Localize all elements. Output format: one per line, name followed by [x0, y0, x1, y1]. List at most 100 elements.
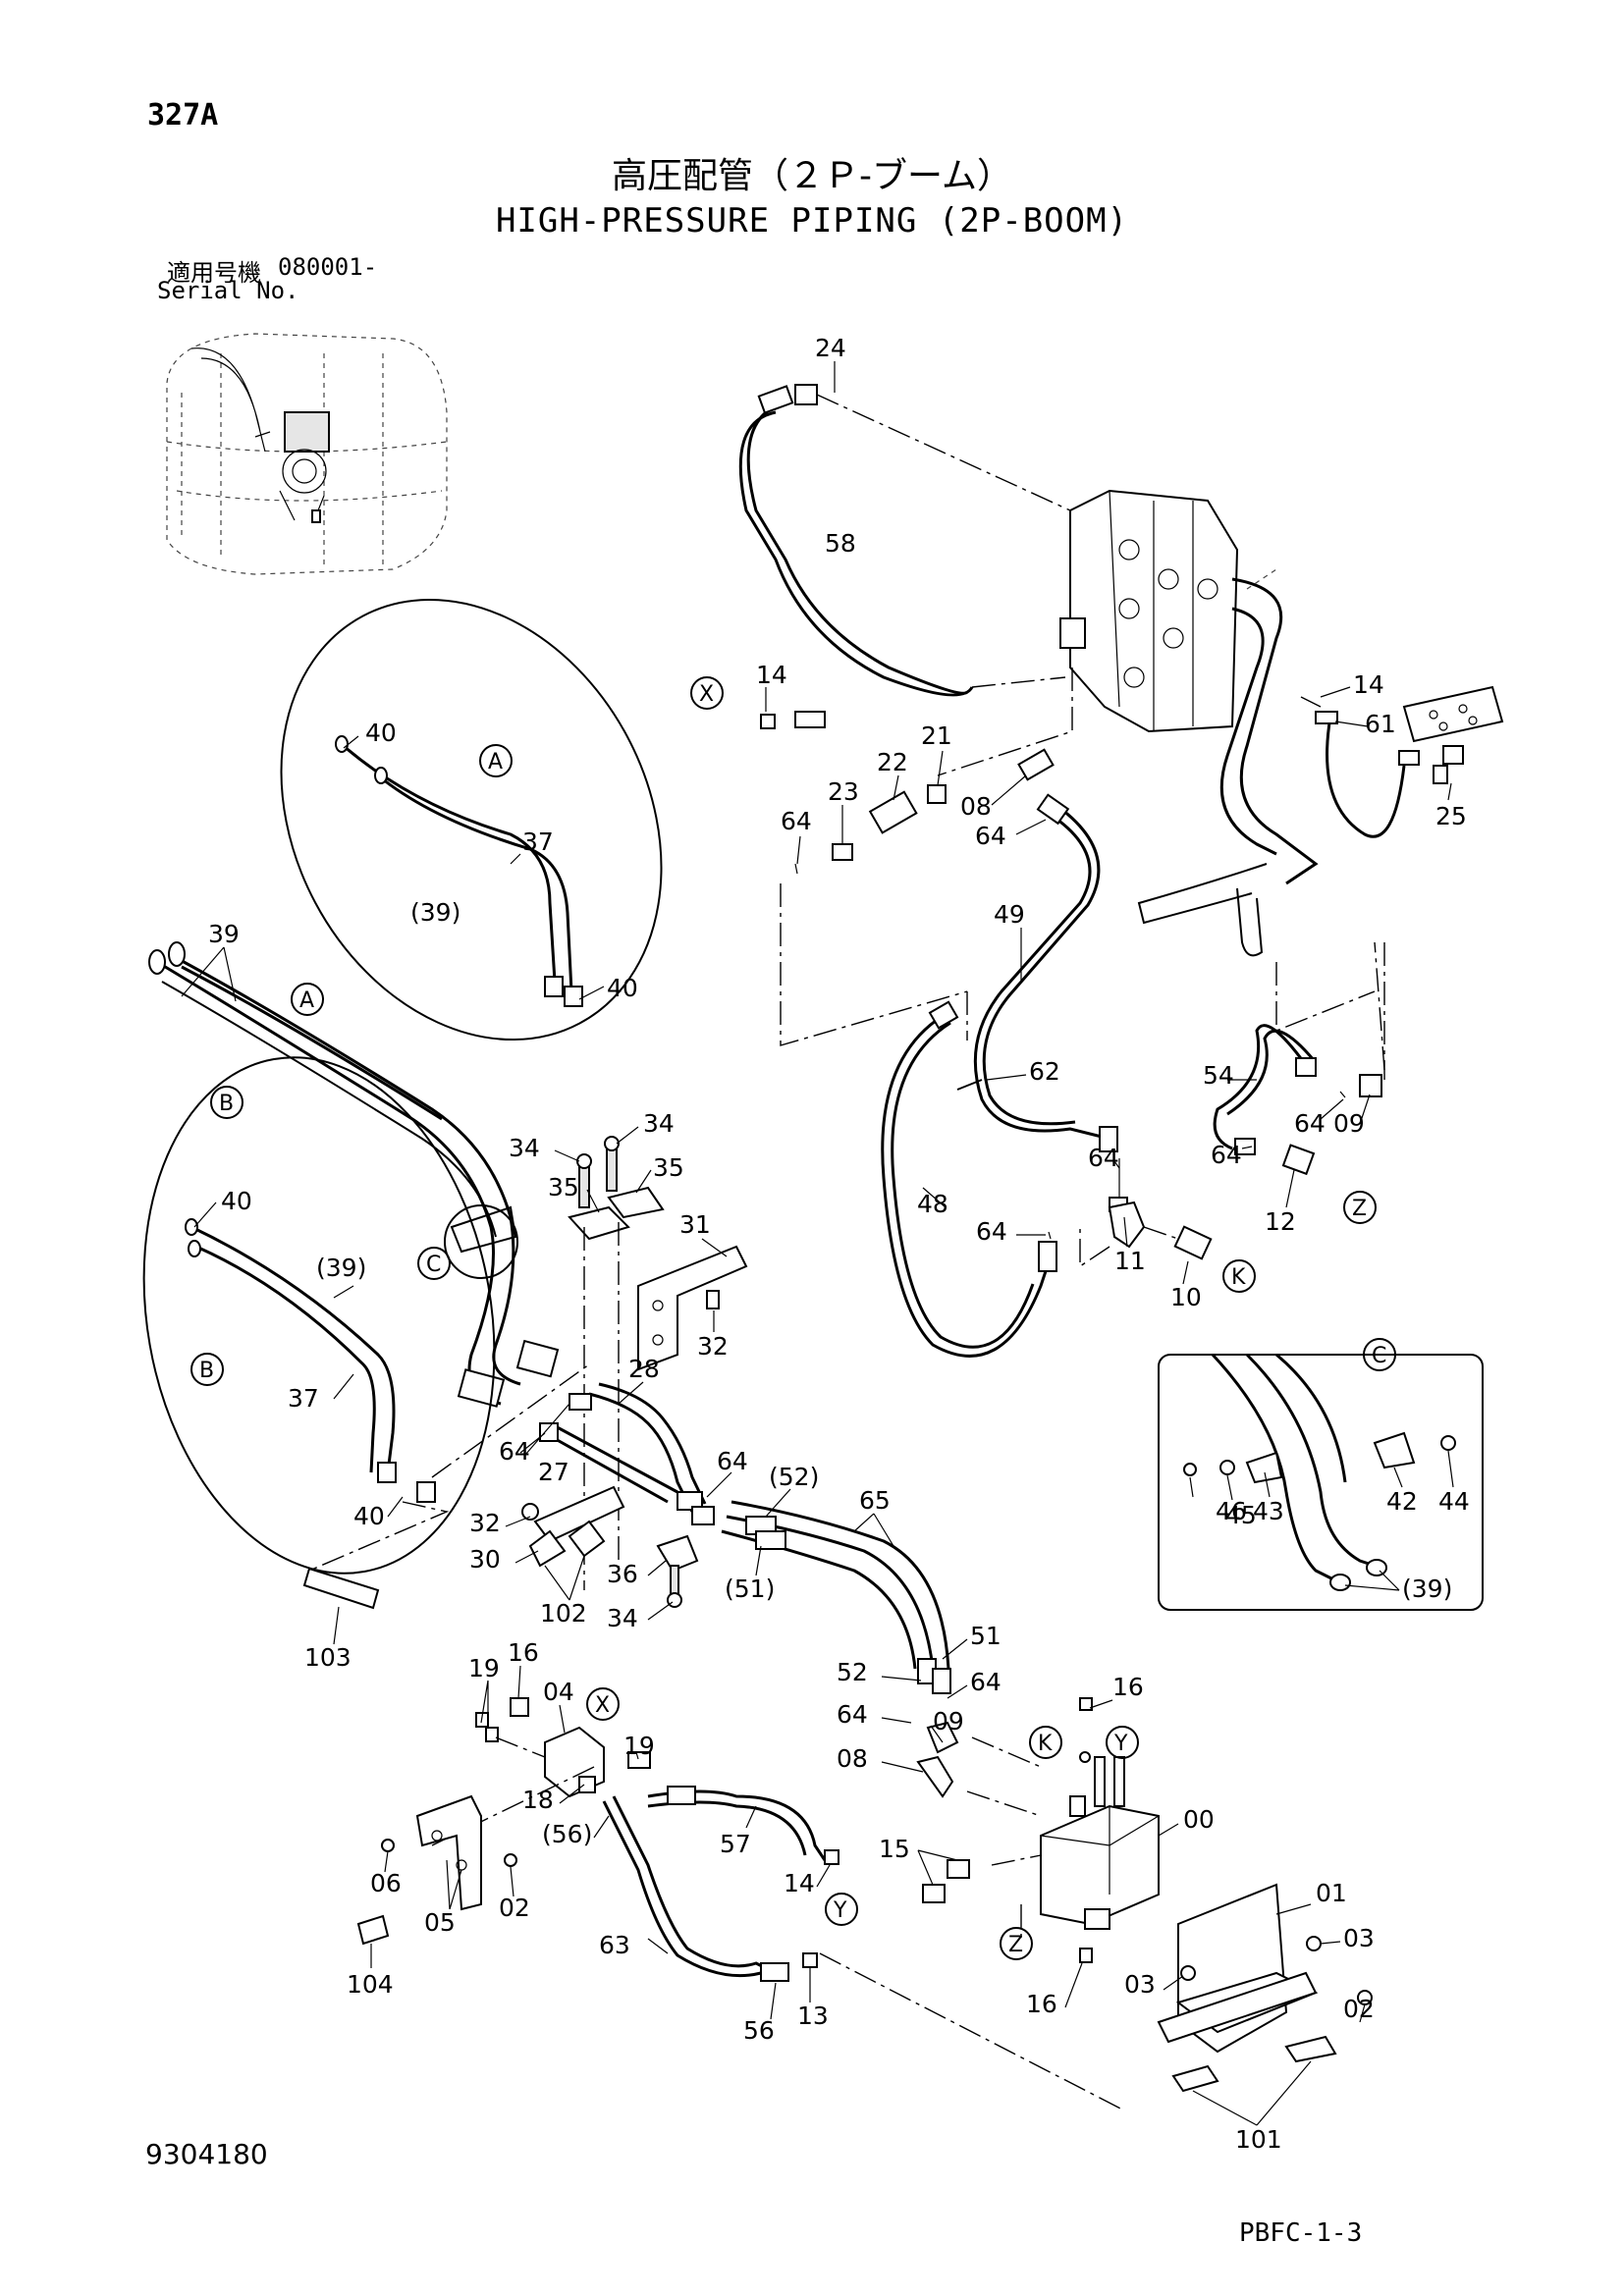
hose-49-48-assembly — [881, 793, 1213, 1358]
part-label-52: 52 — [837, 1658, 868, 1686]
part-label-22: 22 — [877, 748, 908, 776]
part-label-64: 64 — [1294, 1109, 1326, 1138]
part-label-35: 35 — [548, 1173, 579, 1201]
pipe-group-27-28-65 — [539, 1382, 951, 1694]
part-label-05: 05 — [424, 1908, 456, 1937]
part-label-03: 03 — [1343, 1924, 1375, 1952]
part-label-02: 02 — [1343, 1995, 1375, 2023]
part-label-08: 08 — [960, 792, 992, 821]
part-label-36: 36 — [607, 1560, 638, 1588]
part-label-32: 32 — [469, 1509, 501, 1537]
detail-view-a — [280, 598, 663, 1041]
serial-label-english: Serial No. — [157, 277, 299, 304]
part-label-37: 37 — [288, 1384, 319, 1413]
part-label-24: 24 — [815, 334, 846, 362]
part-label-34: 34 — [643, 1109, 675, 1138]
callout-z: Z — [1008, 1933, 1023, 1957]
valve-00-assembly — [916, 1697, 1160, 1963]
page-reference: PBFC-1-3 — [1239, 2218, 1363, 2248]
part-label-58: 58 — [825, 529, 856, 558]
part-label-56-ref: (56) — [542, 1820, 592, 1848]
part-label-14: 14 — [784, 1869, 815, 1897]
page-code: 327A — [147, 98, 219, 133]
part-label-42: 42 — [1386, 1487, 1418, 1516]
part-label-23: 23 — [828, 777, 859, 806]
clamp-brackets — [568, 1136, 748, 1590]
part-label-16: 16 — [1112, 1673, 1144, 1701]
part-label-18: 18 — [522, 1786, 554, 1814]
part-label-39: 39 — [208, 920, 240, 948]
part-label-104: 104 — [347, 1970, 394, 1999]
part-label-57: 57 — [720, 1830, 751, 1858]
mount-bracket-01 — [1157, 1883, 1373, 2093]
part-label-64: 64 — [837, 1700, 868, 1729]
part-label-16: 16 — [508, 1638, 539, 1667]
part-label-62: 62 — [1029, 1057, 1060, 1086]
part-label-101: 101 — [1235, 2125, 1282, 2154]
callout-k: K — [1038, 1732, 1053, 1756]
fittings-21-22-23 — [780, 748, 1055, 1046]
part-label-54: 54 — [1203, 1061, 1234, 1090]
part-label-45: 45 — [1225, 1501, 1257, 1529]
callout-k: K — [1231, 1265, 1246, 1290]
part-label-12: 12 — [1265, 1207, 1296, 1236]
part-label-01: 01 — [1316, 1879, 1347, 1907]
part-label-10: 10 — [1170, 1283, 1202, 1311]
callout-b: B — [199, 1359, 214, 1383]
lower-brackets — [302, 1485, 699, 1610]
part-label-64: 64 — [717, 1447, 748, 1475]
hose-57-56-63 — [602, 1786, 1125, 2111]
callout-letters: A A B B C C X X Y Y Z Z K K — [190, 676, 1396, 1960]
callout-b: B — [219, 1092, 234, 1116]
block-04-assembly — [356, 1697, 651, 1946]
callout-x: X — [595, 1693, 610, 1718]
control-valve-top — [937, 489, 1504, 1080]
part-label-64: 64 — [976, 1217, 1007, 1246]
part-number-labels: 24 58 14 21 22 23 08 64 64 14 61 25 49 6… — [208, 334, 1470, 2154]
part-label-64: 64 — [970, 1668, 1001, 1696]
serial-number-value: 080001- — [278, 253, 378, 281]
part-label-40: 40 — [221, 1187, 252, 1215]
part-label-46: 46 — [1216, 1497, 1247, 1525]
drawing-number: 9304180 — [145, 2138, 268, 2170]
part-label-39-ref: (39) — [316, 1254, 366, 1282]
callout-z: Z — [1352, 1197, 1367, 1221]
part-label-09: 09 — [933, 1707, 964, 1735]
part-label-40: 40 — [607, 974, 638, 1002]
callout-y: Y — [1113, 1732, 1128, 1756]
callout-x: X — [699, 682, 714, 707]
hose-58-assembly — [738, 384, 1071, 729]
part-label-14: 14 — [1353, 670, 1384, 699]
part-label-00: 00 — [1183, 1805, 1215, 1834]
part-label-08: 08 — [837, 1744, 868, 1773]
part-label-03: 03 — [1124, 1970, 1156, 1999]
part-label-52-ref: (52) — [769, 1463, 819, 1491]
part-label-09: 09 — [1333, 1109, 1365, 1138]
detail-view-b — [142, 1056, 590, 1575]
hose-54-assembly — [1213, 941, 1385, 1176]
part-label-35: 35 — [653, 1153, 684, 1182]
part-label-64: 64 — [1088, 1144, 1119, 1172]
part-label-51: 51 — [970, 1622, 1001, 1650]
part-label-28: 28 — [628, 1355, 660, 1383]
part-label-15: 15 — [879, 1835, 910, 1863]
part-label-40: 40 — [365, 719, 397, 747]
part-label-34: 34 — [509, 1134, 540, 1162]
part-label-43: 43 — [1253, 1497, 1284, 1525]
part-label-27: 27 — [538, 1458, 569, 1486]
part-label-30: 30 — [469, 1545, 501, 1574]
serial-label-japanese: 適用号機 — [167, 259, 261, 287]
callout-y: Y — [833, 1898, 847, 1923]
part-label-34: 34 — [607, 1604, 638, 1632]
part-label-37: 37 — [522, 828, 554, 856]
callout-a: A — [299, 988, 314, 1013]
part-label-44: 44 — [1438, 1487, 1470, 1516]
part-label-11: 11 — [1114, 1247, 1146, 1275]
callout-c: C — [1372, 1344, 1386, 1368]
part-label-63: 63 — [599, 1931, 630, 1959]
part-label-103: 103 — [304, 1643, 352, 1672]
part-label-64: 64 — [975, 822, 1006, 850]
part-label-40: 40 — [353, 1502, 385, 1530]
part-label-02: 02 — [499, 1894, 530, 1922]
part-label-61: 61 — [1365, 710, 1396, 738]
